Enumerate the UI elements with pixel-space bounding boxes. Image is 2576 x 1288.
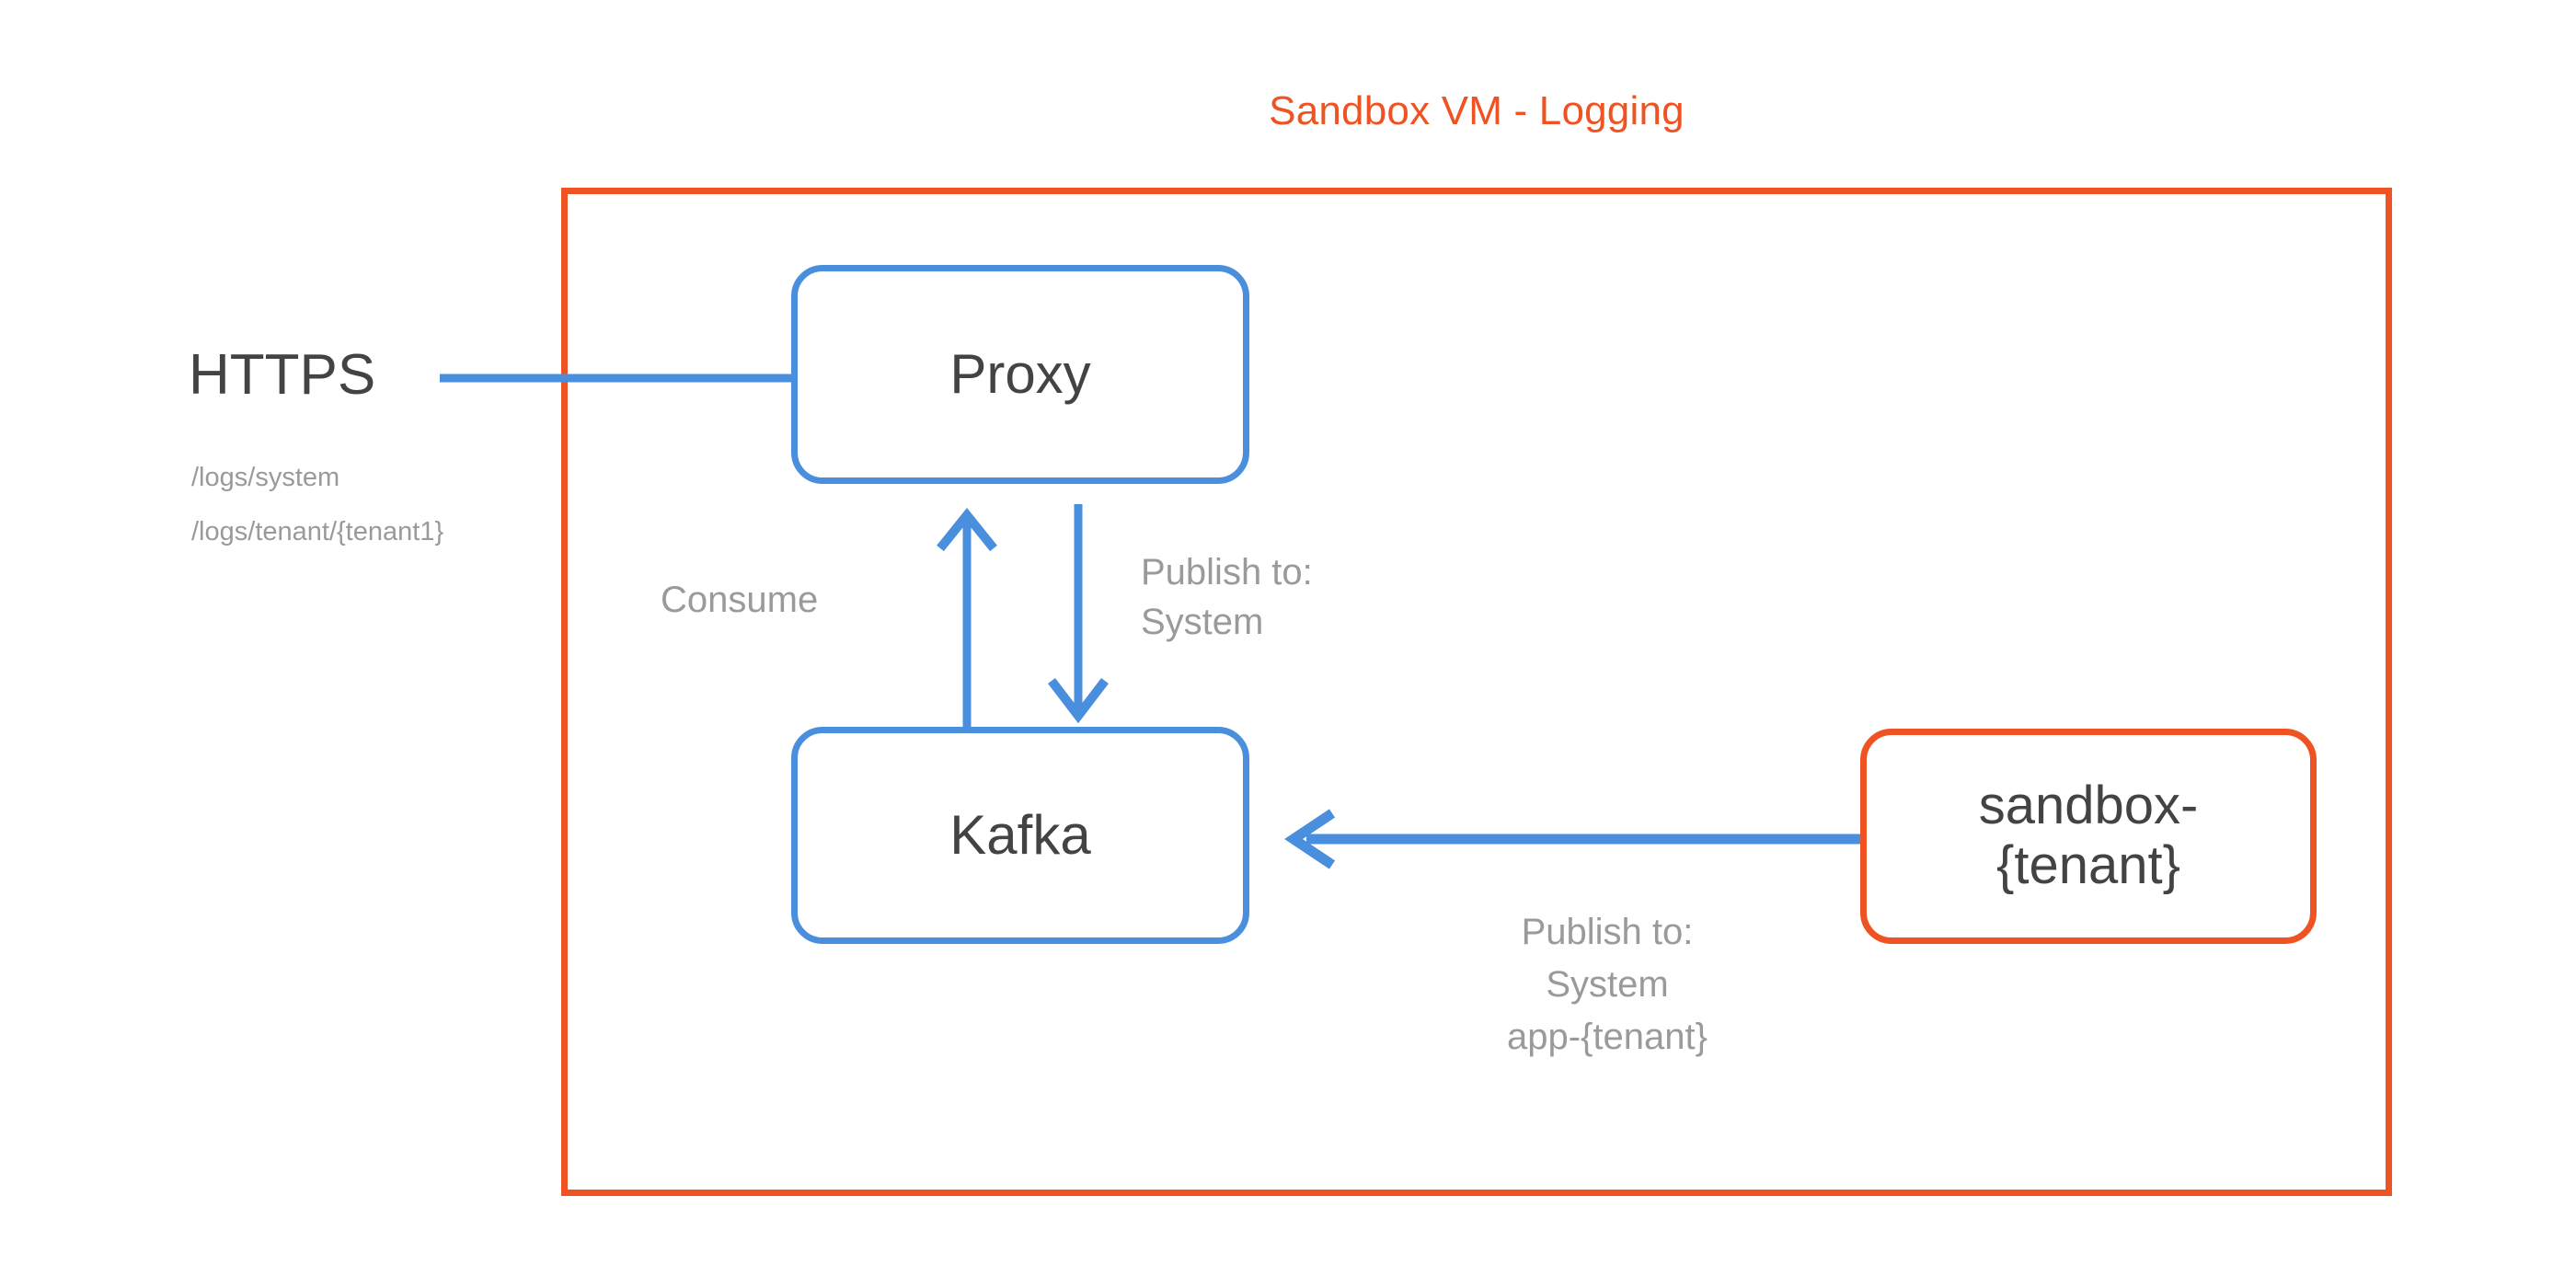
edge-label-publish-system: Publish to: System xyxy=(1141,547,1313,647)
node-kafka[interactable]: Kafka xyxy=(791,727,1249,944)
https-path-tenant: /logs/tenant/{tenant1} xyxy=(191,517,444,547)
edge-label-publish-app-line1: Publish to: xyxy=(1521,912,1694,952)
edge-label-consume: Consume xyxy=(661,580,819,620)
edge-label-publish-app-line3: app-{tenant} xyxy=(1507,1016,1708,1057)
node-sandbox-label-line1: sandbox- xyxy=(1978,776,2199,836)
node-kafka-label: Kafka xyxy=(949,804,1091,867)
edge-label-publish-system-line1: Publish to: xyxy=(1141,552,1313,592)
node-sandbox-label-line2: {tenant} xyxy=(1995,835,2180,895)
node-proxy[interactable]: Proxy xyxy=(791,265,1249,484)
edge-label-publish-app-line2: System xyxy=(1546,963,1669,1005)
https-path-list: /logs/system /logs/tenant/{tenant1} xyxy=(191,451,443,560)
https-path-system: /logs/system xyxy=(191,463,340,492)
node-proxy-label: Proxy xyxy=(949,343,1091,406)
https-label: HTTPS xyxy=(189,343,376,407)
edge-label-publish-app-tenant: Publish to: System app-{tenant} xyxy=(1446,906,1768,1063)
diagram-title: Sandbox VM - Logging xyxy=(1269,88,1685,133)
node-sandbox-tenant[interactable]: sandbox- {tenant} xyxy=(1860,729,2317,944)
node-sandbox-label: sandbox- {tenant} xyxy=(1979,776,2199,896)
edge-label-publish-system-line2: System xyxy=(1141,602,1264,642)
sandbox-vm-container xyxy=(561,188,2392,1196)
